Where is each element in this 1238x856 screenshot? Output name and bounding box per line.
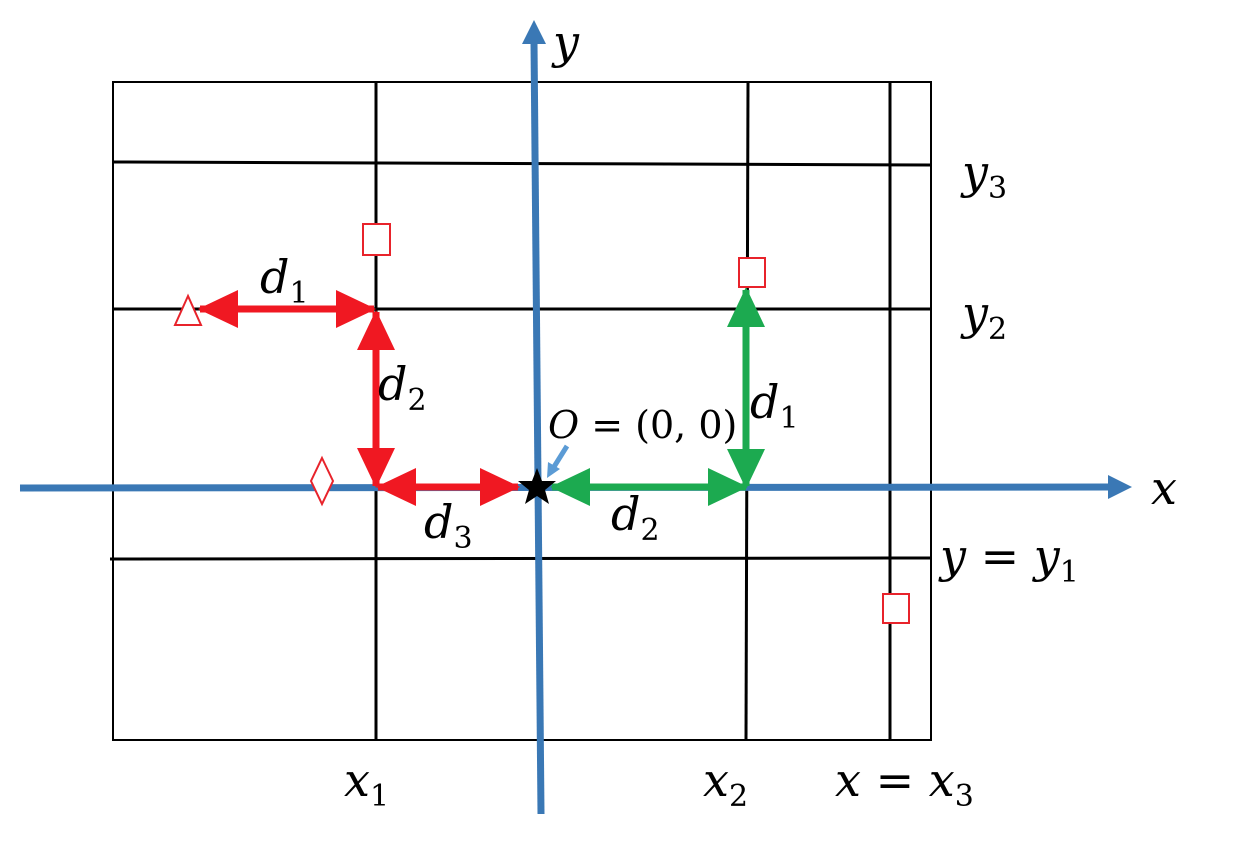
label-x-equals-x3: x = x3 (835, 753, 974, 814)
label-y-equals-y1: y = y1 (938, 529, 1079, 590)
grid-line-y3 (112, 160, 932, 167)
x-axis-label: x (1151, 461, 1177, 515)
origin-pointer-arrowhead (547, 462, 560, 478)
label-x1: x1 (344, 753, 389, 814)
square-marker-x1-top (362, 223, 391, 256)
origin-star-icon (518, 468, 556, 504)
red-label-d1: d1 (260, 250, 309, 311)
red-arrowhead-d2-top (357, 310, 395, 350)
square-marker-x2-y2 (738, 257, 766, 288)
diamond-marker (309, 455, 335, 507)
green-arrowhead-d1-bottom (727, 449, 765, 489)
red-arrowhead-d3-left (376, 468, 416, 506)
square-marker-x3-y1 (882, 593, 910, 624)
triangle-marker (173, 293, 203, 326)
y-axis-label: y (551, 15, 580, 69)
green-label-d2: d2 (611, 487, 660, 548)
grid-line-y1 (109, 556, 932, 561)
red-label-d2: d2 (378, 357, 427, 418)
red-label-d3: d3 (424, 495, 473, 556)
origin-label: O = (0, 0) (548, 403, 737, 447)
red-arrowhead-d1-right (336, 290, 376, 328)
label-y2: y2 (960, 286, 1007, 347)
red-arrowhead-d3-right (480, 468, 520, 506)
label-x2: x2 (703, 753, 748, 814)
grid-border (112, 81, 932, 741)
green-arrowhead-d2-left (550, 468, 590, 506)
label-y3: y3 (960, 145, 1007, 206)
green-arrowhead-d2-right (708, 468, 748, 506)
x-axis-arrowhead (1108, 475, 1132, 499)
red-arrowhead-d2-bottom (357, 448, 395, 488)
y-axis (530, 41, 545, 815)
red-arrowhead-d1-left (198, 290, 238, 328)
green-arrowhead-d1-top (727, 287, 765, 327)
y-axis-arrowhead (522, 20, 546, 44)
green-label-d1: d1 (750, 375, 799, 436)
